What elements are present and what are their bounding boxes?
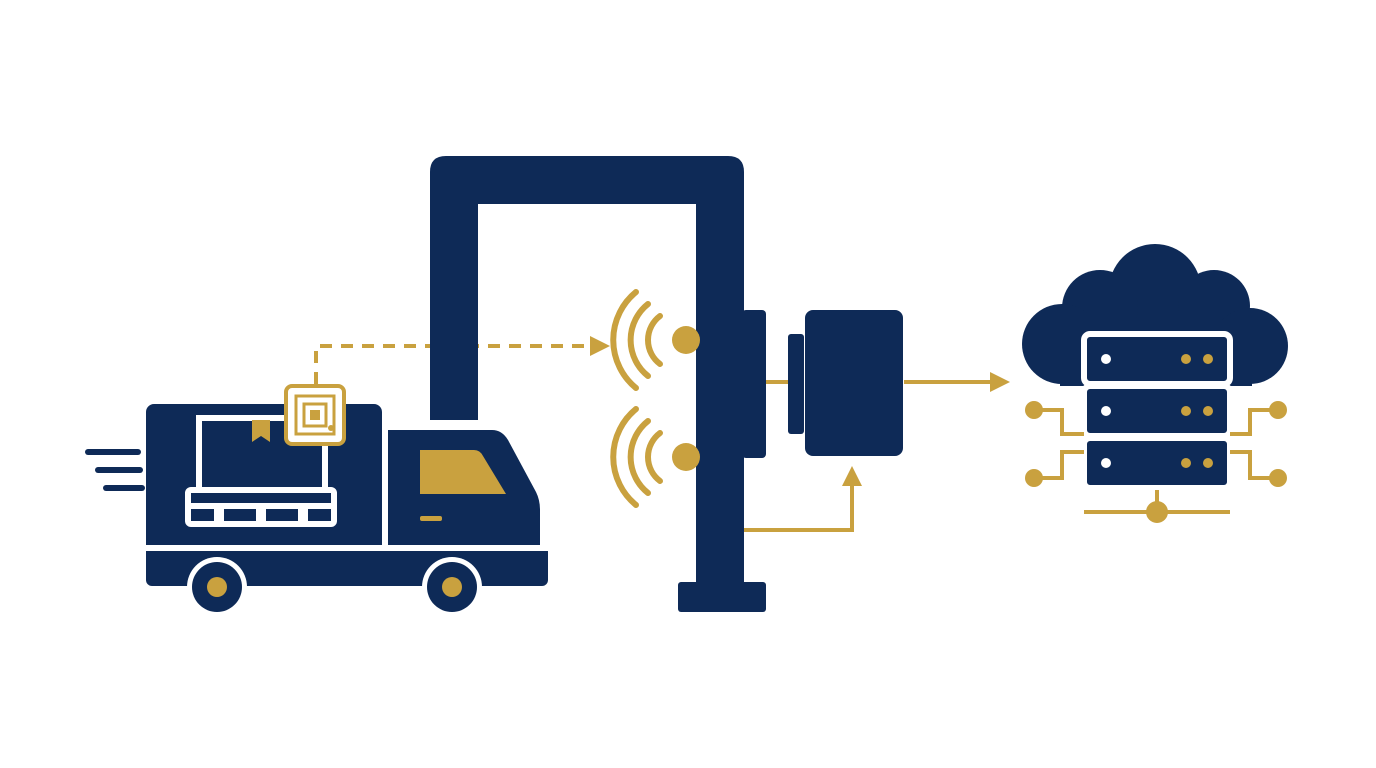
server-rack xyxy=(1081,331,1233,491)
speed-lines xyxy=(85,449,145,491)
truck-door-handle xyxy=(420,516,442,521)
antenna-to-reader-arrow xyxy=(744,466,862,532)
gate-icon xyxy=(430,156,766,612)
gate-frame xyxy=(430,156,744,588)
network-nodes xyxy=(1025,401,1287,523)
truck-wheel-front xyxy=(422,557,482,617)
cloud-server-icon xyxy=(1022,244,1288,523)
truck-window xyxy=(420,450,506,494)
network-connector-icon xyxy=(1034,408,1278,514)
gate-bracket xyxy=(742,310,766,458)
reader-side-panel xyxy=(788,334,804,434)
tag-to-antenna-dashed-arrow xyxy=(314,336,610,384)
truck-wheel-rear xyxy=(187,557,247,617)
gate-base xyxy=(678,582,766,612)
rfid-tag-icon xyxy=(284,384,346,446)
antenna-signal-icon-bottom xyxy=(610,406,700,508)
server-unit-3 xyxy=(1081,435,1233,491)
reader-icon xyxy=(788,310,903,456)
pallet-icon xyxy=(185,487,337,527)
antenna-signal-icon-top xyxy=(610,289,700,391)
reader-body xyxy=(805,310,903,456)
